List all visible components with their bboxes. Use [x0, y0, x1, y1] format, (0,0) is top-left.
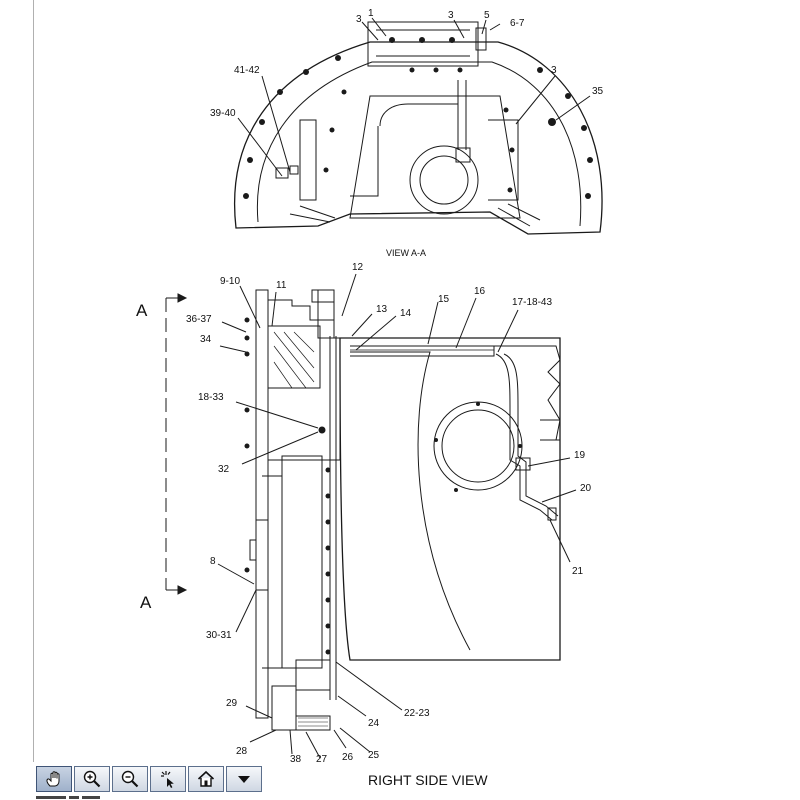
view-a-a-leaders — [237, 17, 591, 177]
exploded-parts-drawing: 1 3 3 5 6-7 41-42 39-40 3 35 VIEW A-A 9-… — [136, 8, 604, 762]
callout-label: 25 — [368, 750, 380, 761]
callout-label: 8 — [210, 556, 216, 567]
callout-label: 29 — [226, 698, 238, 709]
section-letter-top: A — [136, 301, 148, 320]
view-a-a-callouts: 1 3 3 5 6-7 41-42 39-40 3 35 VIEW A-A — [210, 8, 604, 258]
stub-bar — [36, 796, 66, 799]
callout-label: 11 — [276, 280, 287, 291]
view-a-a-bolts — [243, 37, 593, 199]
callout-label: 35 — [592, 86, 604, 97]
callout-label: 6-7 — [510, 18, 525, 29]
callout-label: 34 — [200, 334, 212, 345]
callout-label: 41-42 — [234, 65, 260, 76]
bottom-cut-off-toolbar — [36, 796, 106, 800]
select-tool-button[interactable] — [150, 766, 186, 792]
section-letter-bottom: A — [140, 593, 152, 612]
zoom-in-tool-button[interactable] — [74, 766, 110, 792]
callout-label: 21 — [572, 566, 584, 577]
viewer-left-border — [33, 0, 34, 762]
callout-label: 17-18-43 — [512, 297, 552, 308]
zoom-in-icon — [83, 770, 101, 788]
callout-label: 26 — [342, 752, 354, 762]
callout-label: 38 — [290, 754, 302, 762]
callout-label: 3 — [356, 14, 362, 25]
zoom-out-icon — [121, 770, 139, 788]
pan-tool-button[interactable] — [36, 766, 72, 792]
right-side-view-leaders — [217, 273, 577, 759]
right-side-view-callouts: 9-10 11 12 13 14 15 16 17-18-43 36-37 34… — [136, 262, 592, 762]
callout-label: 20 — [580, 483, 592, 494]
caption-wrapper: RIGHT SIDE VIEW — [368, 770, 628, 790]
callout-label: 19 — [574, 450, 586, 461]
callout-label: 24 — [368, 718, 380, 729]
callout-label: 32 — [218, 464, 230, 475]
right-side-view-caption: RIGHT SIDE VIEW — [368, 772, 488, 788]
callout-label: 36-37 — [186, 314, 212, 325]
callout-label: 3 — [551, 65, 557, 76]
hand-icon — [46, 771, 60, 787]
callout-label: 16 — [474, 286, 486, 297]
menu-tool-button[interactable] — [226, 766, 262, 792]
callout-label: 27 — [316, 754, 328, 762]
callout-label: 18-33 — [198, 392, 224, 403]
callout-label: 1 — [368, 8, 374, 19]
callout-label: 9-10 — [220, 276, 240, 287]
zoom-out-tool-button[interactable] — [112, 766, 148, 792]
callout-label: 15 — [438, 294, 450, 305]
right-side-view-caption-svg: RIGHT SIDE VIEW — [368, 772, 488, 788]
callout-label: 39-40 — [210, 108, 236, 119]
callout-label: 12 — [352, 262, 364, 273]
viewer-toolbar — [36, 766, 262, 794]
home-tool-button[interactable] — [188, 766, 224, 792]
callout-label: 28 — [236, 746, 248, 757]
callout-label: 30-31 — [206, 630, 232, 641]
view-a-a-housing — [234, 21, 603, 235]
callout-label: 22-23 — [404, 708, 430, 719]
callout-label: 13 — [376, 304, 388, 315]
home-icon — [197, 770, 215, 787]
section-marker-a — [165, 293, 188, 595]
callout-label: 14 — [400, 308, 412, 319]
callout-label: 5 — [484, 10, 490, 21]
cursor-burst-icon — [161, 771, 174, 788]
callout-label: 3 — [448, 10, 454, 21]
caret-down-icon — [238, 776, 250, 783]
right-side-view-body — [249, 289, 561, 731]
stub-bar — [82, 796, 100, 799]
view-a-a-caption: VIEW A-A — [386, 248, 426, 258]
stub-bar — [69, 796, 79, 799]
right-side-view-bolts — [244, 317, 522, 655]
